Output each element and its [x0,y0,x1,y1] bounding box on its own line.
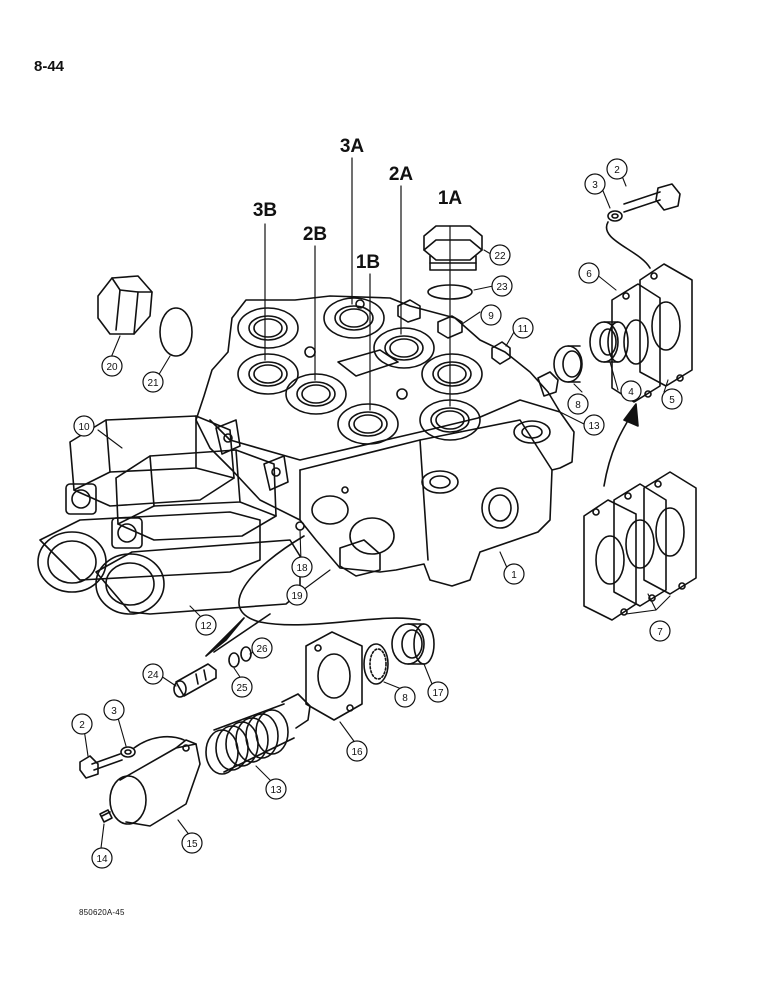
callout-2: 2 [614,165,620,176]
callout-26: 26 [256,644,268,655]
arrow-to-spool-end [213,613,271,653]
callout-25: 25 [236,683,248,694]
port-label-1b: 1B [356,252,380,273]
spring-spool-13 [205,693,311,775]
port-label-3b: 3B [253,200,277,221]
port-leaders [264,157,451,411]
bolt-2-upper [623,183,681,213]
callout-6: 6 [586,269,592,280]
port-label-2a: 2A [389,164,414,185]
bolt-2-lower [79,753,123,779]
gasket-plate-6 [611,283,661,403]
callout-21: 21 [147,378,159,389]
callout-leaders [83,175,671,849]
callout-20: 20 [106,362,118,373]
callout-8-lower: 8 [402,693,408,704]
callout-9: 9 [488,311,494,322]
gasket-plate-5 [639,263,693,387]
detent-plunger-24 [173,663,217,698]
callout-17: 17 [432,688,444,699]
callout-3: 3 [592,180,598,191]
plug-22 [423,225,483,271]
seal-4 [589,321,629,363]
leader-washer-to-gasket [605,221,651,269]
cap-15 [109,739,201,827]
end-plate-16 [305,631,363,721]
page-number: 8-44 [34,58,65,75]
callout-19: 19 [291,591,303,602]
gasket-set-7 [583,471,697,621]
callout-5: 5 [669,395,675,406]
washer-3-upper [607,210,623,222]
callout-10: 10 [78,422,90,433]
washer-17 [363,643,389,685]
seal-8-lower [391,623,435,665]
callout-7: 7 [657,627,663,638]
seal-8-upper [553,345,583,383]
callout-24: 24 [147,670,159,681]
callout-13-lower: 13 [270,785,282,796]
callout-14: 14 [96,854,108,865]
o-ring-21 [159,307,193,357]
callout-18: 18 [296,563,308,574]
port-label-1a: 1A [438,188,463,209]
callout-15: 15 [186,839,198,850]
washer-3-lower [120,746,136,758]
port-label-2b: 2B [303,224,327,245]
arrow-7-to-5 [603,413,633,487]
callout-12: 12 [200,621,212,632]
setscrew-14 [99,809,113,823]
plug-20 [97,275,153,335]
port-openings [237,297,483,445]
callout-11: 11 [518,324,529,335]
callout-8: 8 [575,400,581,411]
callout-4: 4 [628,387,634,398]
o-ring-25 [228,652,240,668]
callout-1: 1 [511,570,517,581]
callout-2-lower: 2 [79,720,85,731]
solenoid-assembly [37,415,301,615]
callout-22: 22 [494,251,506,262]
callout-23: 23 [496,282,508,293]
port-label-3a: 3A [340,136,365,157]
callout-13: 13 [588,421,600,432]
valve-body [195,295,575,587]
figure-reference-code: 850620A-45 [79,908,125,917]
callout-3-lower: 3 [111,706,117,717]
callout-16: 16 [351,747,363,758]
